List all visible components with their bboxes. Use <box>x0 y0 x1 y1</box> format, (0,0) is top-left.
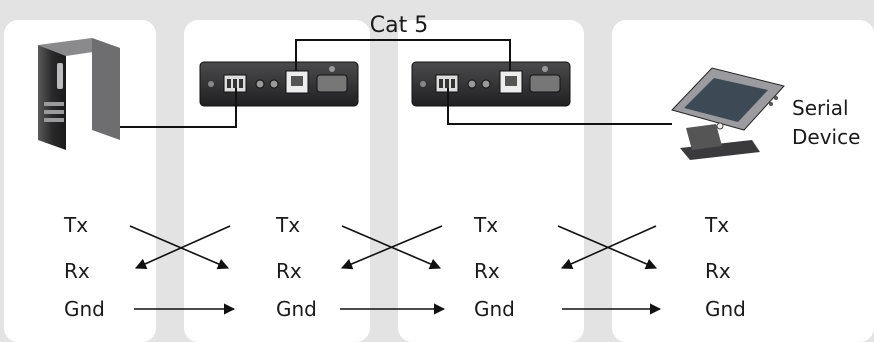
serial-device-icon <box>671 67 785 160</box>
rx-from-tx-arrow <box>560 225 657 270</box>
remote-extender-tx-label: Tx <box>474 213 499 237</box>
computer-panel <box>4 20 156 342</box>
remote-extender-gnd-label: Gnd <box>474 297 515 321</box>
rx-from-tx-arrow <box>340 225 443 270</box>
cat5-label: Cat 5 <box>369 13 429 38</box>
remote-extender-rx-label: Rx <box>474 259 500 283</box>
tx-to-rx-arrow <box>557 225 658 270</box>
local-extender-tx-label: Tx <box>276 213 301 237</box>
tx-to-rx-arrow <box>129 225 230 270</box>
computer-tx-label: Tx <box>64 213 89 237</box>
local-extender-icon <box>199 61 359 107</box>
serial-device-label: Serial Device <box>792 94 860 152</box>
serial-device-rx-label: Rx <box>705 259 731 283</box>
computer-tower-icon <box>38 38 120 150</box>
rx-from-tx-arrow <box>134 225 231 270</box>
serial-device-label-line-2: Device <box>792 125 861 149</box>
local-extender-rx-label: Rx <box>276 259 302 283</box>
remote-extender-icon <box>411 61 571 107</box>
serial-device-label-line-1: Serial <box>792 96 849 120</box>
cat5-cable <box>295 39 511 71</box>
computer-rx-label: Rx <box>64 259 90 283</box>
serial-device-tx-label: Tx <box>705 213 730 237</box>
signal-arrows <box>129 225 662 315</box>
cable-lines <box>120 39 672 128</box>
serial-cable-device <box>447 88 672 125</box>
computer-gnd-label: Gnd <box>64 297 105 321</box>
serial-device-panel <box>612 20 874 342</box>
serial-cable-computer <box>120 88 237 128</box>
serial-device-gnd-label: Gnd <box>705 297 746 321</box>
local-extender-gnd-label: Gnd <box>276 297 317 321</box>
